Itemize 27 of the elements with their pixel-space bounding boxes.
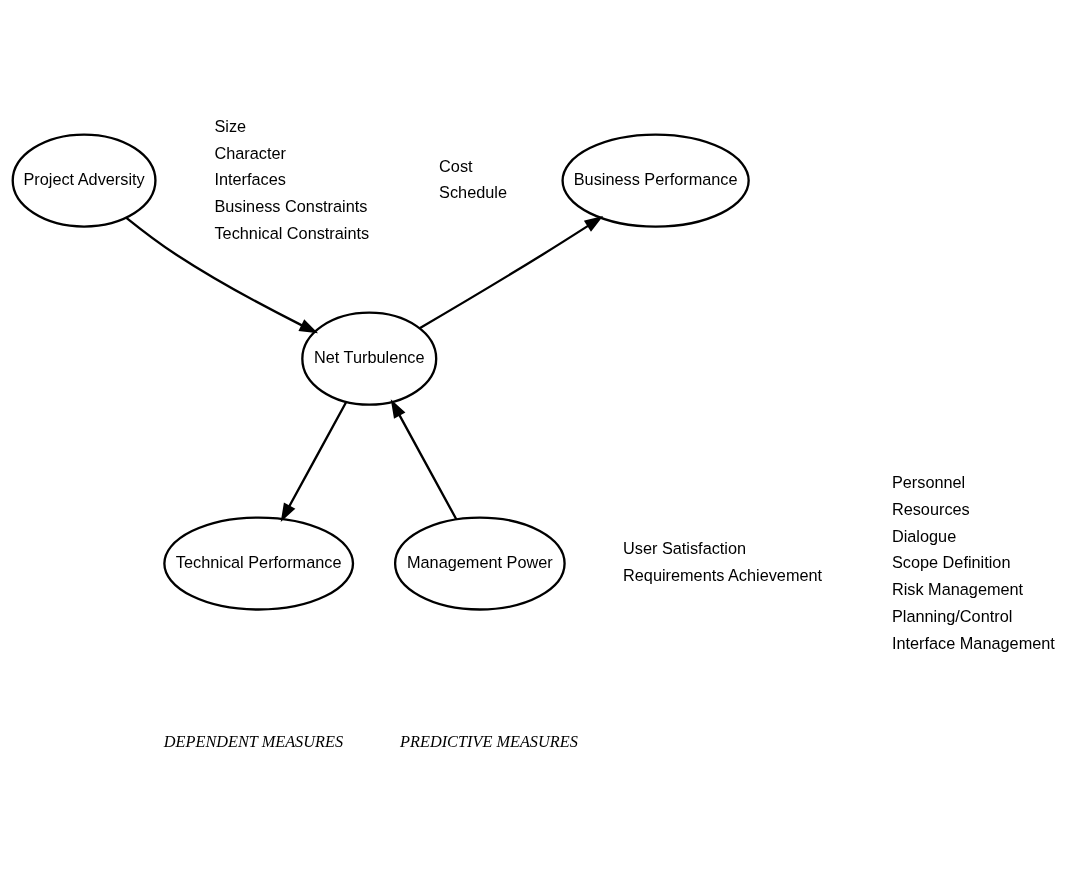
node-ellipse: Net Turbulence: [301, 311, 438, 406]
label: PREDICTIVE MEASURES: [400, 731, 578, 751]
node-label: Personnel: [891, 473, 966, 492]
node-label: Character: [214, 143, 286, 162]
node-label: Dialogue: [891, 526, 957, 545]
node-ellipse: Management Power: [393, 516, 566, 611]
node-ellipse: Technical Performance: [163, 516, 355, 611]
node-ellipse: Business Performance: [561, 133, 750, 228]
node-label: User Satisfaction: [623, 539, 747, 558]
node-label: Cost: [439, 156, 473, 175]
arrow: [419, 216, 604, 330]
node-label: Requirements Achievement: [623, 566, 823, 585]
node-ellipse: Project Adversity: [11, 133, 157, 228]
label: DEPENDENT MEASURES: [163, 731, 344, 751]
node-label: Schedule: [439, 183, 508, 202]
node-label: Interface Management: [891, 633, 1055, 652]
arrow: [390, 399, 458, 520]
node-label: Risk Management: [891, 580, 1024, 599]
arrow: [280, 401, 348, 523]
node-label: Resources: [891, 499, 970, 518]
node-label: Business Constraints: [214, 197, 368, 216]
node-label: Size: [214, 116, 247, 135]
node-label: Interfaces: [214, 170, 286, 189]
arrow: [125, 216, 319, 334]
node-label: Technical Constraints: [214, 224, 370, 243]
node-label: Scope Definition: [891, 553, 1011, 572]
node-label: Planning/Control: [891, 606, 1013, 625]
